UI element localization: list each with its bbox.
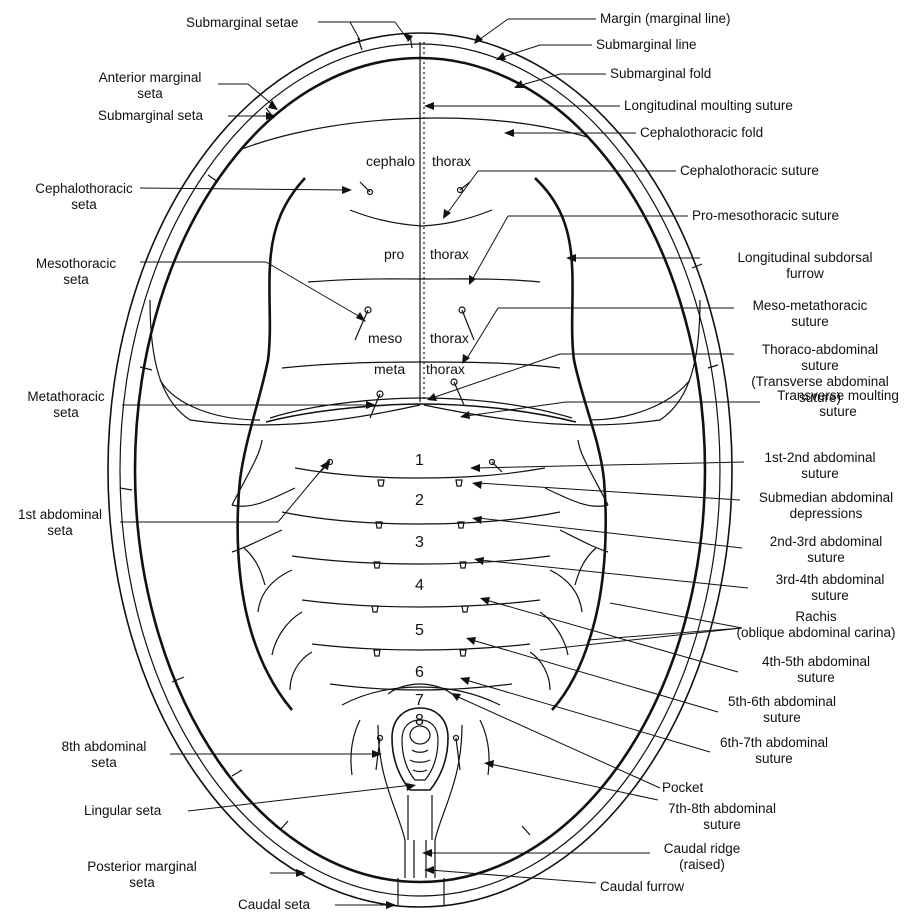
- meso-metathoracic-suture: [282, 362, 560, 368]
- label-pro-mesothoracic-suture: Pro-mesothoracic suture: [692, 208, 839, 223]
- label-5th-6th-suture-1: 5th-6th abdominal: [728, 694, 836, 709]
- label-mesothoracic-seta-1: Mesothoracic: [36, 256, 117, 271]
- label-8th-abdominal-seta-1: 8th abdominal: [62, 739, 147, 754]
- label-submedian-depressions-1: Submedian abdominal: [759, 490, 893, 505]
- label-3rd-4th-suture-1: 3rd-4th abdominal: [776, 572, 885, 587]
- inner-label-metathorax: thorax: [426, 361, 465, 377]
- pro-mesothoracic-suture: [308, 279, 540, 282]
- segment-number-3: 3: [415, 534, 424, 551]
- label-thoraco-abdominal-2: suture: [801, 358, 839, 373]
- label-metathoracic-seta-1: Metathoracic: [27, 389, 105, 404]
- label-7th-8th-suture-1: 7th-8th abdominal: [668, 801, 776, 816]
- rachis-right: [530, 440, 608, 690]
- label-longitudinal-moulting-suture: Longitudinal moulting suture: [624, 98, 793, 113]
- setae: [320, 182, 502, 905]
- label-2nd-3rd-suture-2: suture: [807, 550, 845, 565]
- inner-label-pro: pro: [384, 246, 404, 262]
- label-7th-8th-suture-2: suture: [703, 817, 741, 832]
- segment-number-5: 5: [415, 622, 424, 639]
- label-cephalothoracic-fold: Cephalothoracic fold: [640, 125, 763, 140]
- label-transverse-moulting-1: Transverse moulting: [777, 388, 899, 403]
- label-1st-2nd-suture-2: suture: [801, 466, 839, 481]
- label-meso-metathoracic-1: Meso-metathoracic: [753, 298, 868, 313]
- label-metathoracic-seta-2: seta: [53, 405, 79, 420]
- label-mesothoracic-seta-2: seta: [63, 272, 89, 287]
- label-caudal-ridge-1: Caudal ridge: [664, 841, 741, 856]
- label-1st-2nd-suture-1: 1st-2nd abdominal: [764, 450, 875, 465]
- label-8th-abdominal-seta-2: seta: [91, 755, 117, 770]
- label-3rd-4th-suture-2: suture: [811, 588, 849, 603]
- label-subdorsal-furrow-2: furrow: [786, 266, 824, 281]
- subdorsal-furrow-left: [238, 178, 305, 710]
- label-cephalothoracic-seta-2: seta: [71, 197, 97, 212]
- label-submarginal-fold: Submarginal fold: [610, 66, 711, 81]
- label-margin: Margin (marginal line): [600, 11, 731, 26]
- segment-number-1: 1: [415, 452, 424, 469]
- inner-label-meso: meso: [368, 330, 402, 346]
- label-lingular-seta: Lingular seta: [84, 803, 162, 818]
- inner-label-meta: meta: [374, 361, 405, 377]
- inner-label-cephalo: cephalo: [366, 153, 415, 169]
- label-submedian-depressions-2: depressions: [790, 506, 863, 521]
- rachis-left: [232, 440, 312, 690]
- label-4th-5th-suture-2: suture: [797, 670, 835, 685]
- cephalothoracic-suture: [350, 210, 492, 226]
- inner-label-mesothorax: thorax: [430, 330, 469, 346]
- label-pocket: Pocket: [662, 780, 704, 795]
- segment-number-2: 2: [415, 492, 424, 509]
- label-6th-7th-suture-1: 6th-7th abdominal: [720, 735, 828, 750]
- segment-number-7: 7: [415, 692, 424, 709]
- label-caudal-ridge-2: (raised): [679, 857, 725, 872]
- label-submarginal-setae: Submarginal setae: [186, 15, 299, 30]
- segment-number-6: 6: [415, 664, 424, 681]
- label-1st-abdominal-seta-2: seta: [47, 523, 73, 538]
- label-submarginal-line: Submarginal line: [596, 37, 697, 52]
- label-thoraco-abdominal-1: Thoraco-abdominal: [762, 342, 878, 357]
- label-caudal-furrow: Caudal furrow: [600, 879, 684, 894]
- label-cephalothoracic-suture: Cephalothoracic suture: [680, 163, 819, 178]
- label-anterior-marginal-1: Anterior marginal: [99, 70, 202, 85]
- label-transverse-moulting-2: suture: [819, 404, 857, 419]
- label-thoraco-abdominal-3: (Transverse abdominal: [751, 374, 889, 389]
- inner-label-prothorax: thorax: [430, 246, 469, 262]
- label-6th-7th-suture-2: suture: [755, 751, 793, 766]
- leader-lines-right: [428, 19, 760, 883]
- label-rachis-2: (oblique abdominal carina): [736, 625, 895, 640]
- label-1st-abdominal-seta-1: 1st abdominal: [18, 507, 102, 522]
- caudal-furrow: [414, 840, 426, 878]
- segment-number-8: 8: [415, 712, 424, 729]
- label-2nd-3rd-suture-1: 2nd-3rd abdominal: [770, 534, 883, 549]
- label-5th-6th-suture-2: suture: [763, 710, 801, 725]
- label-posterior-marginal-1: Posterior marginal: [87, 859, 197, 874]
- label-rachis-1: Rachis: [795, 609, 837, 624]
- label-cephalothoracic-seta-1: Cephalothoracic: [35, 181, 133, 196]
- label-submarginal-seta: Submarginal seta: [98, 108, 204, 123]
- label-posterior-marginal-2: seta: [129, 875, 155, 890]
- label-4th-5th-suture-1: 4th-5th abdominal: [762, 654, 870, 669]
- label-caudal-seta: Caudal seta: [238, 897, 311, 912]
- label-meso-metathoracic-2: suture: [791, 314, 829, 329]
- label-subdorsal-furrow-1: Longitudinal subdorsal: [737, 250, 872, 265]
- segment-number-4: 4: [415, 577, 424, 594]
- inner-label-cephalothorax: thorax: [432, 153, 471, 169]
- label-anterior-marginal-2: seta: [137, 86, 163, 101]
- caudal-ridge: [378, 725, 405, 878]
